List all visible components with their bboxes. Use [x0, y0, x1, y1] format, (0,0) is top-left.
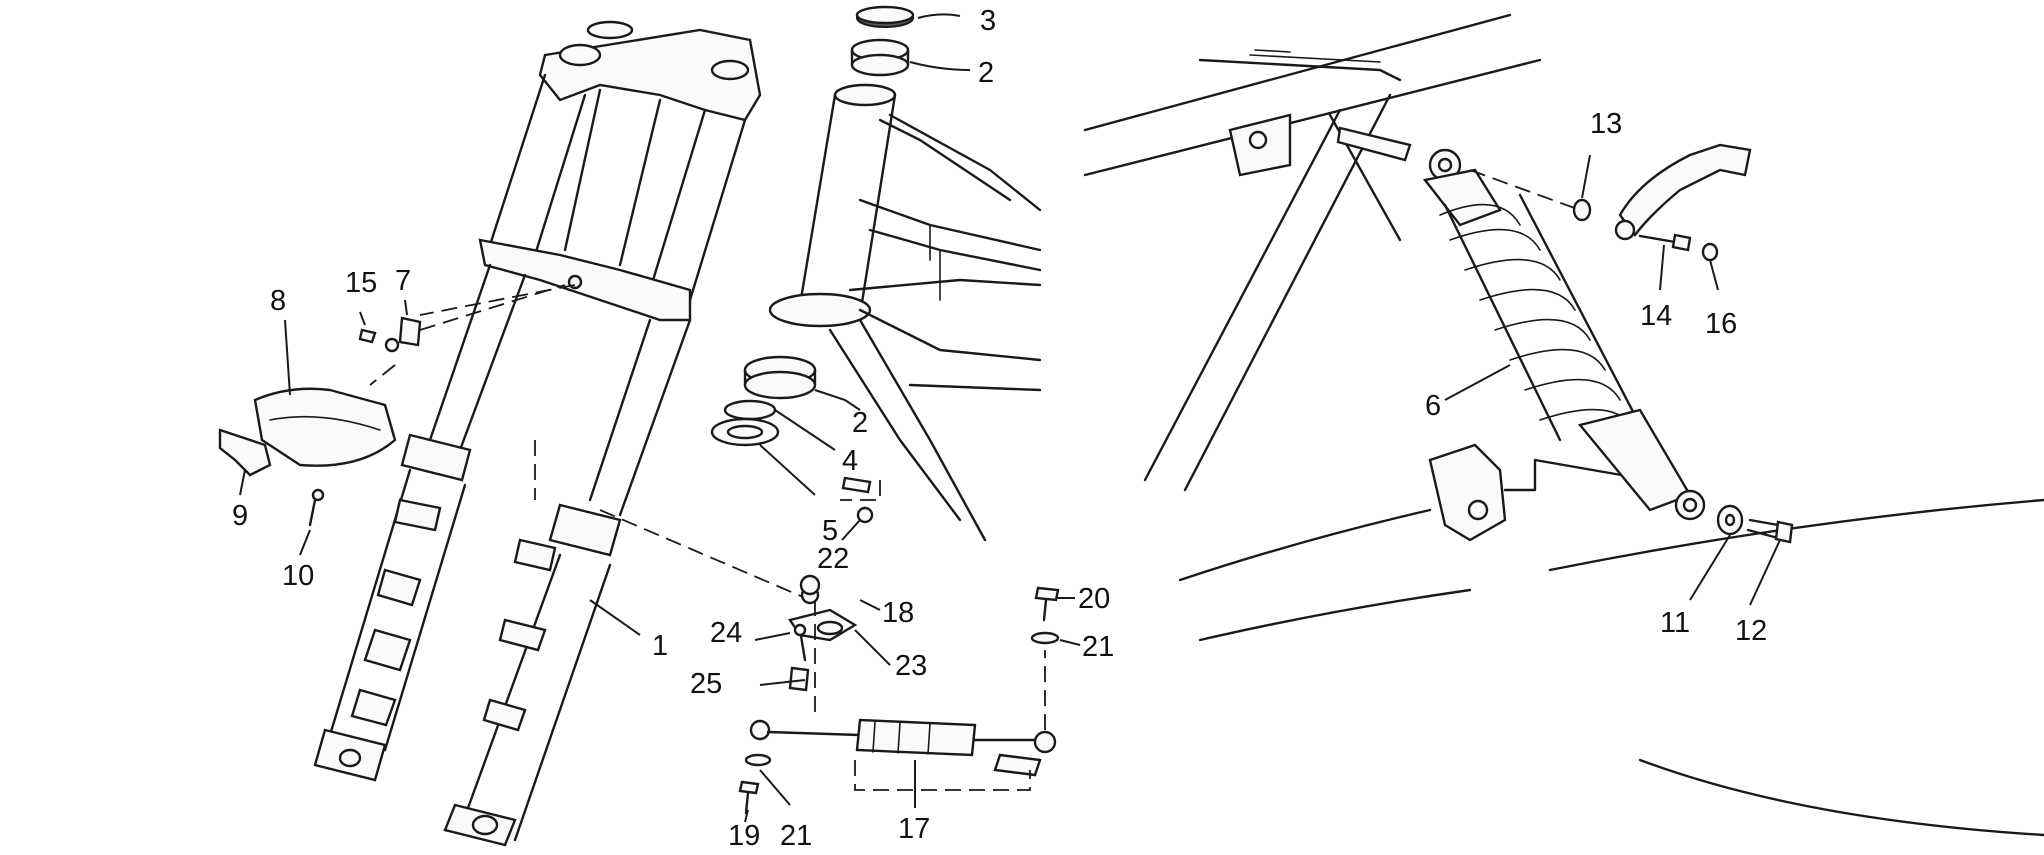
callout-22: 22 [817, 543, 849, 575]
callout-21-left: 21 [780, 820, 812, 850]
shock-absorber [1422, 148, 1706, 521]
callout-19: 19 [728, 820, 760, 850]
callout-9: 9 [232, 500, 248, 532]
rear-frame-shock-assembly [1083, 13, 2044, 837]
callout-5: 5 [822, 515, 838, 547]
steering-head-frame [710, 5, 1060, 815]
callout-16: 16 [1705, 308, 1737, 340]
callout-8: 8 [270, 285, 286, 317]
callout-25: 25 [690, 668, 722, 700]
callout-2-upper: 2 [978, 57, 994, 89]
leader-lines [239, 13, 1781, 823]
callout-7: 7 [395, 265, 411, 297]
callout-11: 11 [1660, 607, 1690, 639]
callout-14: 14 [1640, 300, 1672, 332]
callout-21-right: 21 [1082, 631, 1114, 663]
callout-18: 18 [882, 597, 914, 629]
callout-15: 15 [345, 267, 377, 299]
callout-6: 6 [1425, 390, 1441, 422]
callout-20: 20 [1078, 583, 1110, 615]
callout-labels: 3 2 2 4 5 22 18 24 23 25 20 21 21 19 17 … [232, 5, 1767, 852]
callout-13: 13 [1590, 108, 1622, 140]
callout-24: 24 [710, 617, 742, 649]
callout-17: 17 [898, 813, 930, 845]
callout-23: 23 [895, 650, 927, 682]
callout-2-lower: 2 [852, 407, 868, 439]
callout-1: 1 [652, 630, 668, 662]
callout-12: 12 [1735, 615, 1767, 647]
callout-3: 3 [980, 5, 996, 37]
front-fork-assembly [218, 20, 811, 847]
callout-4: 4 [842, 445, 858, 477]
callout-10: 10 [282, 560, 314, 592]
